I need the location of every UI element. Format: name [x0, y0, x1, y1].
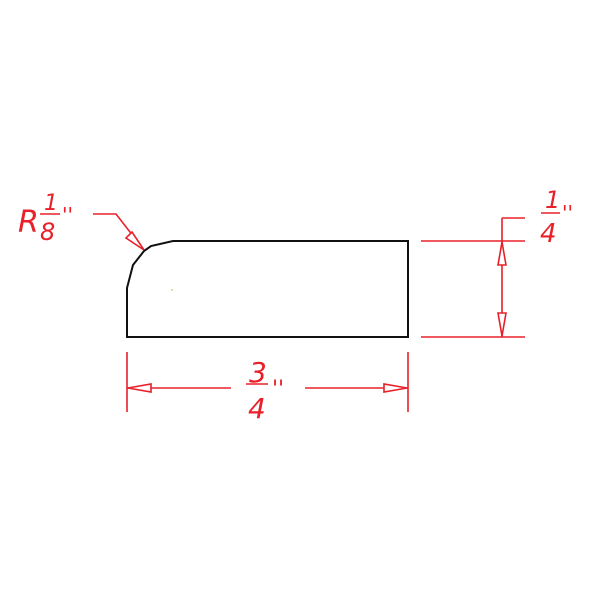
- radius-label: R 1 8 '': [18, 191, 73, 246]
- height-arrow-down-icon: [497, 312, 507, 337]
- width-dimension: [126, 352, 409, 412]
- molding-profile-outline: [126, 240, 409, 338]
- width-numerator: 3: [249, 356, 267, 389]
- radius-prefix: R: [18, 205, 39, 240]
- height-unit: '': [562, 201, 573, 225]
- radius-unit: '': [62, 203, 73, 227]
- center-mark: [171, 289, 173, 291]
- radius-arrowhead-icon: [124, 230, 145, 251]
- width-unit: '': [272, 377, 284, 402]
- height-arrow-up-icon: [497, 241, 507, 266]
- height-denominator: 4: [540, 219, 557, 249]
- radius-leader: [93, 213, 145, 251]
- height-label: 1 4 '': [540, 186, 573, 249]
- radius-denominator: 8: [40, 218, 55, 246]
- height-dimension: [421, 217, 525, 338]
- height-numerator: 1: [545, 186, 560, 214]
- width-label: 3 4 '': [246, 356, 284, 425]
- width-denominator: 4: [248, 392, 266, 425]
- width-arrow-right-icon: [383, 383, 408, 393]
- radius-numerator: 1: [44, 191, 58, 216]
- width-arrow-left-icon: [127, 383, 152, 393]
